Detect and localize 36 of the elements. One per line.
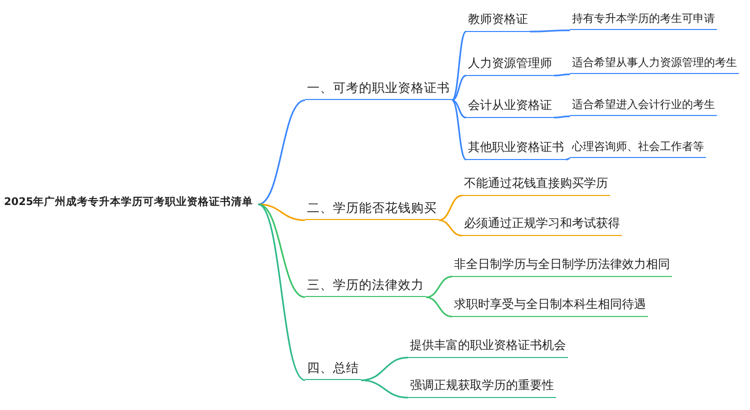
connector-line (258, 204, 306, 298)
subtopic: 心理咨询师、社会工作者等 (570, 140, 706, 158)
connector-line (426, 296, 452, 318)
subtopic: 持有专升本学历的考生可申请 (570, 12, 717, 30)
connector-line (566, 158, 570, 160)
subtopic: 会计从业资格证 (466, 98, 554, 118)
branch-topic: 一、可考的职业资格证书 (305, 80, 452, 100)
connector-line (258, 204, 306, 381)
connector-line (452, 99, 466, 118)
connector-line (554, 116, 570, 118)
branch-topic: 四、总结 (305, 360, 361, 380)
connector-line (258, 100, 306, 206)
subtopic: 提供丰富的职业资格证书机会 (408, 338, 568, 358)
subtopic: 非全日制学历与全日制学历法律效力相同 (452, 257, 672, 277)
subtopic: 人力资源管理师 (466, 56, 554, 76)
subtopic: 教师资格证 (466, 12, 530, 32)
subtopic: 适合希望进入会计行业的考生 (570, 98, 717, 116)
subtopic: 强调正规获取学历的重要性 (408, 378, 556, 398)
connector-line (452, 100, 466, 160)
subtopic: 适合希望从事人力资源管理的考生 (570, 56, 739, 74)
connector-line (360, 379, 408, 398)
subtopic: 求职时享受与全日制本科生相同待遇 (452, 297, 648, 317)
subtopic: 其他职业资格证书 (466, 140, 566, 160)
connector-line (438, 219, 462, 236)
connector-line (438, 194, 462, 222)
connector-line (530, 30, 570, 32)
connector-line (451, 30, 467, 101)
connector-line (452, 74, 466, 102)
branch-topic: 二、学历能否花钱购买 (305, 200, 439, 220)
root-topic: 2025年广州成考专升本学历可考职业资格证书清单 (2, 196, 256, 213)
subtopic: 必须通过正规学习和考试获得 (462, 216, 622, 236)
connector-line (258, 204, 306, 222)
subtopic: 不能通过花钱直接购买学历 (462, 176, 610, 196)
connector-line (426, 276, 452, 298)
branch-topic: 三、学历的法律效力 (305, 277, 426, 298)
connector-line (554, 74, 570, 76)
